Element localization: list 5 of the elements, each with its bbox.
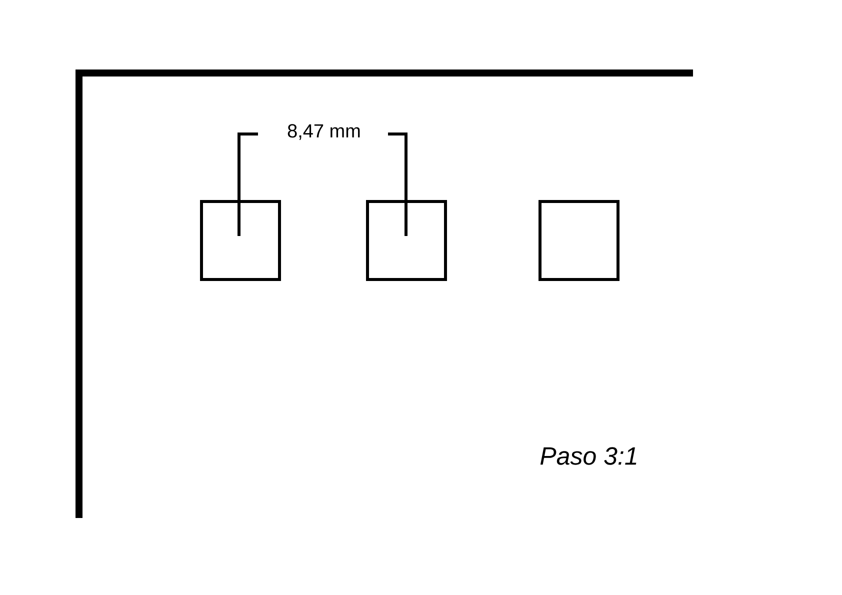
square — [538, 200, 620, 281]
square — [200, 200, 281, 281]
scale-label: Paso 3:1 — [540, 447, 636, 465]
square — [366, 200, 447, 281]
dimension-label: 8,47 mm — [288, 124, 360, 140]
